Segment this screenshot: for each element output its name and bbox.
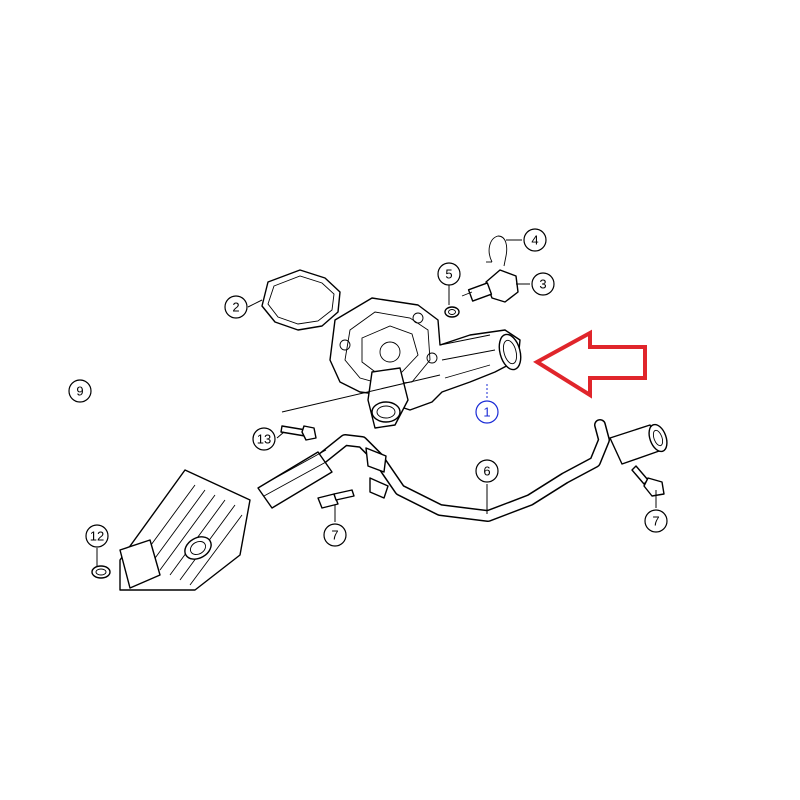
edge-crop [0,370,68,610]
callout-7-left: 7 [323,523,347,547]
retaining-clip [486,235,508,267]
o-ring [444,306,460,318]
callout-1: 1 [475,400,499,424]
callout-5: 5 [437,262,461,286]
callout-2-label: 2 [232,300,239,315]
oil-cooler [119,469,251,591]
coolant-tube [257,419,668,522]
callout-7-right-label: 7 [652,514,659,529]
callout-6-label: 6 [483,464,490,479]
leader-2 [247,299,263,308]
gasket [261,269,341,331]
leader-housing [281,374,441,413]
thermostat-housing [329,297,522,429]
callout-3-label: 3 [539,277,546,292]
callout-6: 6 [475,459,499,483]
bolt-13 [280,425,317,441]
callout-9: 9 [68,379,92,403]
callout-4: 4 [523,228,547,252]
callout-5-label: 5 [445,267,452,282]
bolt-7-left [317,489,355,509]
callout-1-label: 1 [483,405,490,420]
callout-9-label: 9 [76,384,83,399]
o-ring-12 [91,565,111,579]
callout-2: 2 [224,295,248,319]
callout-13: 13 [252,427,276,451]
temperature-sensor [461,269,519,303]
callout-12: 12 [85,524,109,548]
callout-4-label: 4 [531,233,538,248]
callout-7-right: 7 [644,509,668,533]
callout-3: 3 [531,272,555,296]
callout-12-label: 12 [90,529,104,544]
callout-7-left-label: 7 [331,528,338,543]
pointer-arrow [533,329,647,399]
leader-13 [276,431,285,439]
bolt-7-right [631,465,665,497]
callout-13-label: 13 [257,432,271,447]
